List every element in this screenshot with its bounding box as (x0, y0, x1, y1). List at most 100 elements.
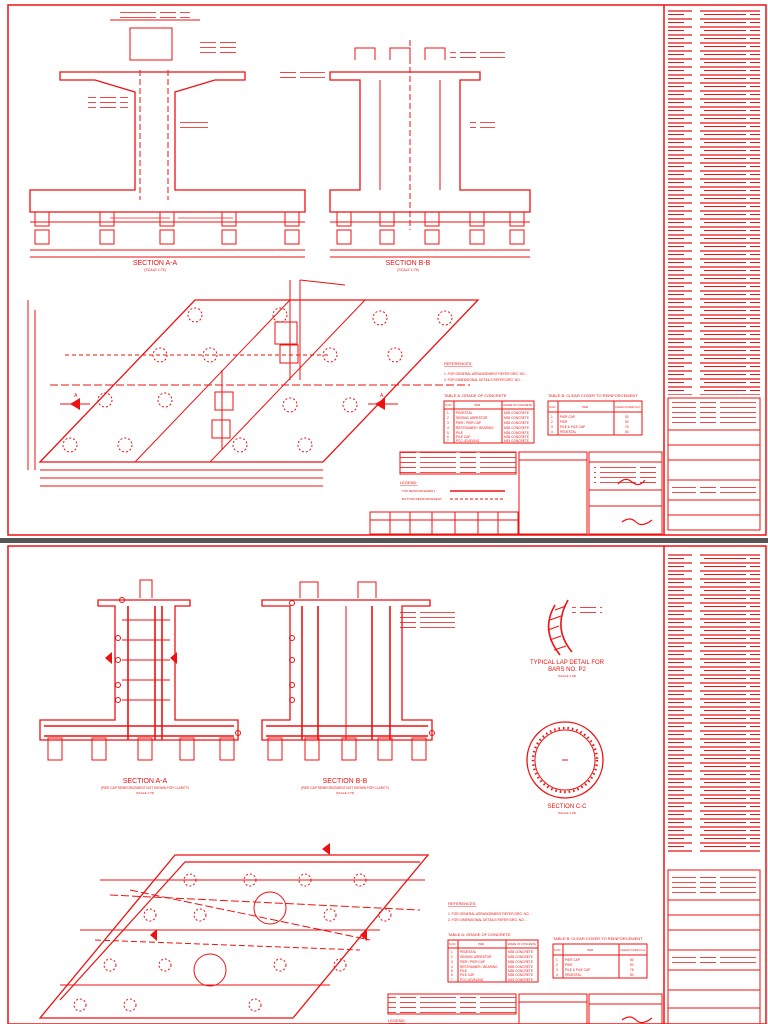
sheet-2-section-aa-title: SECTION A-A (123, 778, 168, 785)
table-a-r6-item: PILE CAP (456, 435, 470, 439)
table-a-r3-grade: M35 CONCRETE (504, 421, 529, 425)
table-b-r3-item: PILE & PILE CAP (560, 425, 585, 429)
sheet-1-reference-1: 1. FOR GENERAL ARRANGEMENT REFER DRG. NO… (444, 372, 528, 376)
sheet-2-title-block (518, 869, 761, 1024)
s2-table-b-r2-item: PIER (565, 963, 573, 967)
sheet-2-table-a-title: TABLE A: GRADE OF CONCRETE (448, 932, 511, 937)
sheet-1-table-a-h1: S.NO. (445, 403, 452, 407)
s2-table-a-r5-grade: M35 CONCRETE (508, 969, 533, 973)
table-a-r4-grade: M35 CONCRETE (504, 426, 529, 430)
s2-table-a-r5-no: 5 (451, 969, 453, 973)
table-a-r1-item: PEDESTAL (456, 411, 473, 415)
table-b-r3-cover: 75 (625, 425, 629, 429)
sheet-2-section-bb-drawing (261, 581, 455, 761)
plan-pile-circles (62, 307, 453, 453)
table-b-r2-cover: 50 (625, 420, 629, 424)
table-b-r2-no: 2 (551, 420, 553, 424)
sheet-2-reference-1: 1. FOR GENERAL ARRANGEMENT REFER DRG. NO… (448, 912, 532, 916)
sheet-1-section-aa-title: SECTION A-A (133, 260, 178, 267)
s2-table-a-r6-item: PILE CAP (460, 973, 474, 977)
table-a-r7-item: PCC LEVELING (456, 439, 480, 443)
table-a-r4-item: RESTRAINER / BEARING (456, 426, 494, 430)
sheet-2-border (7, 545, 767, 1024)
s2-table-a-r6-no: 6 (451, 973, 453, 977)
s2-table-a-r4-no: 4 (451, 965, 453, 969)
sheet-1-section-bb-scale: (SCALE 1:75) (397, 268, 419, 272)
sheet-1-section-bb-title: SECTION B-B (386, 260, 431, 267)
s2-table-b-r4-cover: 50 (630, 973, 634, 977)
table-a-r2-item: SEISMIC ARRESTOR (456, 416, 488, 420)
sheet-1-table-a-rows: 1 PEDESTAL M35 CONCRETE 2 SEISMIC ARREST… (447, 411, 529, 443)
s2-table-a-r1-grade: M35 CONCRETE (508, 950, 533, 954)
sheet-2-lap-detail-title-1: TYPICAL LAP DETAIL FOR (530, 660, 605, 666)
sheet-2-section-bb-note: (PIER CAP REINFORCEMENT NOT SHOWN FOR CL… (301, 786, 389, 790)
sheet-1: SECTION A-A (SCALE 1:75) SECTION B-B (SC… (7, 4, 767, 536)
sheet-2-lap-detail-scale: (SCALE 1:25) (558, 674, 577, 678)
sheet-2-section-aa-note: (PIER CAP REINFORCEMENT NOT SHOWN FOR CL… (101, 786, 189, 790)
s2-table-a-r4-grade: M35 CONCRETE (508, 965, 533, 969)
s2-table-a-r2-grade: M35 CONCRETE (508, 955, 533, 959)
s2-table-b-r2-cover: 50 (630, 963, 634, 967)
table-a-r1-grade: M35 CONCRETE (504, 411, 529, 415)
sheet-1-table-b: TABLE B: CLEAR COVER TO REINFORCEMENT S.… (547, 393, 643, 436)
sheet-2-section-aa-scale: (SCALE 1:75) (136, 791, 155, 795)
table-b-r4-cover: 50 (625, 430, 629, 434)
sheet-2-section-cc-scale: (SCALE 1:25) (558, 811, 577, 815)
s2-table-a-r3-no: 3 (451, 960, 453, 964)
sheet-1-table-b-h2: ITEM (582, 405, 588, 409)
table-b-r1-item: PIER CAP (560, 415, 575, 419)
sheet-2-table-b-h3: CLEAR COVER (mm) (620, 948, 645, 952)
s2-table-b-r3-item: PILE & PILE CAP (565, 968, 590, 972)
sheet-2-section-cc-drawing (526, 721, 604, 799)
sheet-2-section-aa-drawing (39, 579, 241, 761)
sheet-2-reference-2: 2. FOR DIMENSIONAL DETAILS REFER DRG. NO… (448, 918, 527, 922)
sheet-1-references: REFERENCES: 1. FOR GENERAL ARRANGEMENT R… (444, 361, 528, 382)
table-a-r7-grade: M15 CONCRETE (504, 439, 529, 443)
s2-table-b-r3-cover: 75 (630, 968, 634, 972)
sheet-1-border (7, 4, 767, 536)
sheet-1-legend-bottom: BOTTOM REINFORCEMENT (402, 497, 442, 501)
s2-table-b-r4-item: PEDESTAL (565, 973, 582, 977)
plan2-pile-circles (73, 873, 392, 1012)
s2-table-a-r4-item: RESTRAINER / BEARING (460, 965, 498, 969)
sheet-1-section-aa-scale: (SCALE 1:75) (144, 268, 166, 272)
sheet-2-table-b-h2: ITEM (587, 948, 593, 952)
table-b-r2-item: PIER (560, 420, 568, 424)
sheet-1-notes-box (399, 451, 517, 475)
s2-table-a-r7-grade: M15 CONCRETE (508, 978, 533, 982)
sheet-2-table-a-h1: S.NO. (449, 942, 456, 946)
sheet-2-lap-detail-drawing (547, 599, 602, 656)
s2-table-b-r3-no: 3 (556, 968, 558, 972)
s2-table-a-r2-no: 2 (451, 955, 453, 959)
table-b-r4-item: PEDESTAL (560, 430, 577, 434)
sheet-2-table-b-title: TABLE B: CLEAR COVER TO REINFORCEMENT (553, 936, 643, 941)
sheet-1-section-aa-drawing (29, 12, 306, 258)
sheet-2-pile-cap-plan (38, 843, 430, 1019)
sheet-2-table-b: TABLE B: CLEAR COVER TO REINFORCEMENT S.… (552, 936, 648, 979)
s2-table-a-r7-item: PCC LEVELING (460, 978, 484, 982)
sheet-1-table-a-h2: ITEM (474, 403, 480, 407)
sheet-2-lap-detail-title-2: BARS NO. P2 (548, 667, 586, 673)
sheet-1-pile-cap-plan (27, 279, 480, 512)
sheet-2-references-title: REFERENCES: (448, 901, 476, 906)
s2-table-a-r3-grade: M35 CONCRETE (508, 960, 533, 964)
table-a-r6-no: 6 (447, 435, 449, 439)
table-a-r5-item: PILE (456, 431, 463, 435)
table-b-r3-no: 3 (551, 425, 553, 429)
sheet-1-title-block (369, 397, 761, 535)
s2-table-b-r2-no: 2 (556, 963, 558, 967)
sheet-2-section-bb-scale: (SCALE 1:75) (336, 791, 355, 795)
table-a-r6-grade: M35 CONCRETE (504, 435, 529, 439)
table-a-r3-no: 3 (447, 421, 449, 425)
sheet-1-table-a-title: TABLE A: GRADE OF CONCRETE (444, 393, 507, 398)
s2-table-a-r3-item: PIER / PIER CAP (460, 960, 485, 964)
s2-table-b-r4-no: 4 (556, 973, 558, 977)
s2-table-b-r1-cover: 50 (630, 958, 634, 962)
s2-table-a-r5-item: PILE (460, 969, 467, 973)
s2-table-b-r1-no: 1 (556, 958, 558, 962)
s2-table-a-r1-no: 1 (451, 950, 453, 954)
table-a-r2-grade: M35 CONCRETE (504, 416, 529, 420)
sheet-2-notes-block (668, 552, 760, 852)
sheet-2-legend-title: LEGEND: (388, 1018, 406, 1023)
